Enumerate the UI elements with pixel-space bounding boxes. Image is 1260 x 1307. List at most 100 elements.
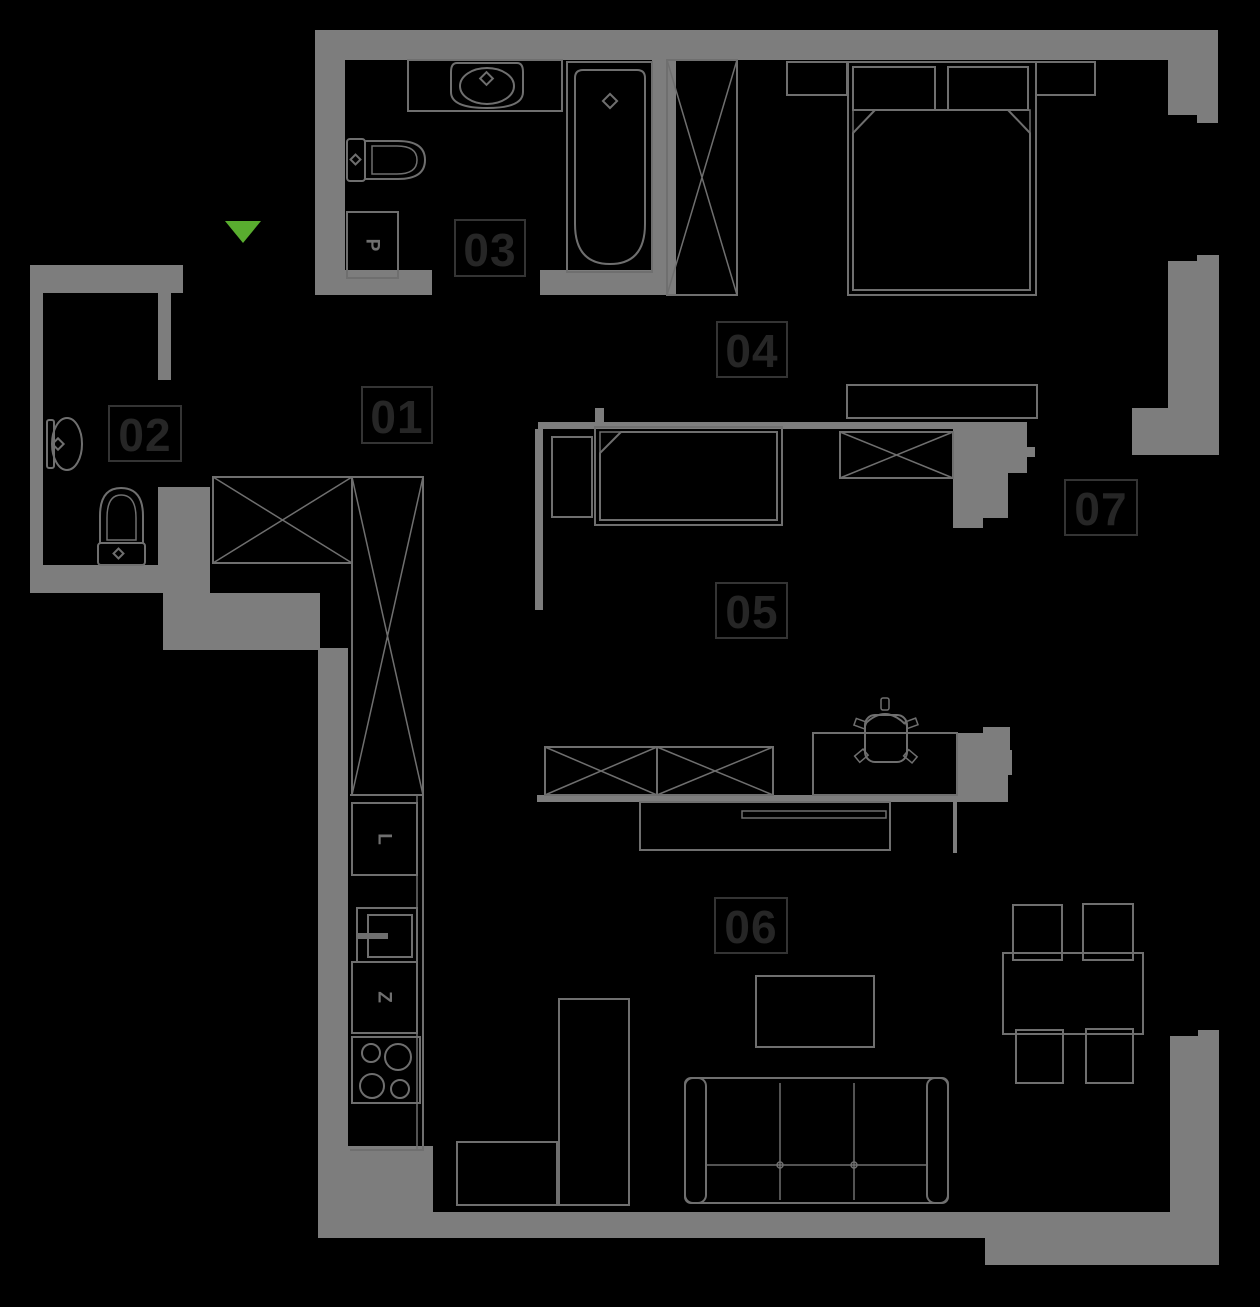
sink-outline (450, 62, 524, 110)
wall-03-bottom-left (315, 270, 432, 295)
double-bed-frame (847, 61, 1037, 296)
living-room-furniture (456, 801, 1144, 1206)
sink2-tap-icon (50, 436, 66, 452)
toilet2-bowl-icon (99, 486, 144, 544)
wall-divider-end-block (957, 727, 1012, 802)
sink2-bowl-icon (51, 417, 83, 471)
wall-05-left (535, 429, 543, 610)
bathtub-inner (574, 69, 646, 266)
wall-03-bottom-right (540, 270, 652, 295)
dining-set (1002, 903, 1144, 1084)
dining-chair (1015, 1029, 1064, 1084)
wall-05-top (538, 422, 953, 429)
toilet-bowl-icon (364, 140, 427, 180)
wall-03-left (315, 60, 345, 295)
pillow-left (852, 66, 936, 111)
dishwasher-label: Z (374, 991, 395, 1003)
bedroom-04-furniture (786, 61, 1096, 419)
sink-tap-icon (478, 70, 495, 87)
fridge (351, 802, 418, 876)
cooktop-icon (351, 1036, 421, 1104)
tv-icon (741, 810, 887, 819)
sink-bowl-icon (459, 67, 515, 105)
room-label-03: 03 (454, 219, 526, 277)
dishwasher (351, 961, 418, 1034)
washing-machine (346, 211, 399, 279)
sink2-backplate (46, 419, 55, 469)
wall-05-06-divider (537, 795, 957, 802)
entrance-arrow-icon (225, 221, 261, 243)
room-label-07: 07 (1064, 479, 1138, 536)
toilet2-bowl-inner (106, 494, 137, 541)
room-number: 04 (725, 325, 778, 377)
wall-bottom-right (318, 1030, 1219, 1265)
wall-top-right-block (1168, 60, 1218, 123)
desk (812, 732, 958, 796)
sofa (684, 1077, 949, 1204)
nightstand-05 (551, 436, 593, 518)
bedroom04-wardrobe (666, 59, 738, 296)
wall-02-left (30, 293, 43, 565)
wall-02-top (30, 265, 183, 293)
wall-right-pillar (1132, 255, 1219, 455)
toilet2-valve-icon (112, 547, 125, 560)
tall-cabinet (558, 998, 630, 1206)
wall-kitchen-column (318, 648, 348, 1212)
vanity-counter (407, 59, 563, 112)
room-number: 02 (118, 409, 171, 461)
bedroom04-dresser (846, 384, 1038, 419)
room05-wardrobe-top (839, 431, 954, 479)
room-number: 07 (1074, 483, 1127, 535)
toilet-valve-icon (349, 153, 362, 166)
room-label-01: 01 (361, 386, 433, 444)
single-bed-fold (599, 431, 621, 453)
wall-balcony-chunk (953, 422, 1035, 528)
kitchen-sink-icon (356, 907, 418, 963)
wall-step-chunk (163, 593, 320, 650)
wall-06-fin (953, 802, 957, 853)
dining-table (1002, 952, 1144, 1035)
room-05-furniture (551, 426, 958, 796)
room-number: 05 (725, 586, 778, 638)
fridge-label: L (374, 833, 395, 845)
bathroom-02-fixtures (46, 417, 146, 566)
single-bed-mattress (599, 431, 778, 521)
nightstand-right (1035, 61, 1096, 96)
wall-02-right-lower (158, 487, 210, 565)
dining-chair (1012, 904, 1063, 961)
wardrobes (212, 59, 954, 796)
coffee-table (755, 975, 875, 1048)
wall-top (315, 30, 1218, 60)
room-label-04: 04 (716, 321, 788, 378)
room-number: 03 (463, 224, 516, 276)
room-label-05: 05 (715, 582, 788, 639)
kitchen: L Z (350, 794, 424, 1151)
dining-chair (1085, 1028, 1134, 1084)
room-number: 01 (370, 391, 423, 443)
bathtub-outer (566, 61, 653, 273)
hall-wardrobe-horizontal (212, 476, 353, 564)
walls (30, 30, 1219, 1265)
room-label-06: 06 (714, 897, 788, 954)
room-labels: 01 02 03 04 05 06 07 (108, 219, 1138, 954)
blanket-folds (852, 109, 1031, 133)
tv-bench (639, 801, 891, 851)
wall-03-04-divider (652, 60, 676, 295)
pillow-right (947, 66, 1029, 111)
room05-wardrobe-bottom (544, 746, 774, 796)
toilet2-cistern (97, 542, 146, 566)
double-bed-mattress (852, 109, 1031, 291)
kitchen-counter (350, 794, 424, 1151)
washing-machine-label: P (362, 239, 383, 252)
wall-05-door-stub (595, 408, 604, 422)
dining-chair (1082, 903, 1134, 961)
room-label-02: 02 (108, 405, 182, 462)
single-bed-frame (594, 426, 783, 526)
toilet-bowl-inner (371, 145, 418, 175)
hall-wardrobe-vertical (351, 476, 424, 796)
desk-chair-icon (852, 697, 919, 764)
low-cabinet (456, 1141, 558, 1206)
bathtub-tap-icon (601, 92, 619, 110)
